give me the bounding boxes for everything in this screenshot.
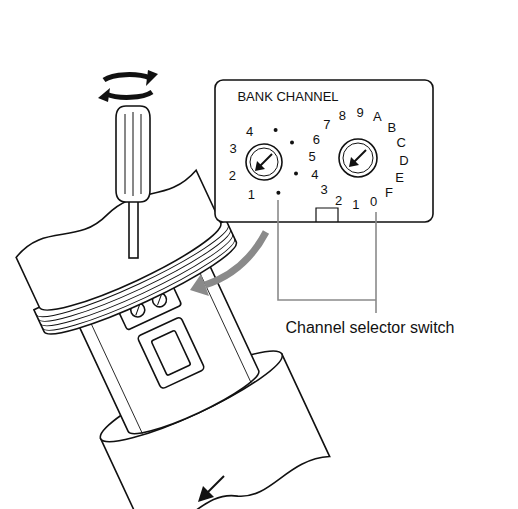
channel-number: 2 bbox=[335, 193, 342, 208]
channel-dial-pointer-head bbox=[349, 157, 359, 167]
bank-dot bbox=[276, 191, 280, 195]
direction-arrowhead bbox=[198, 486, 214, 502]
channel-number: 0 bbox=[370, 194, 377, 209]
rotation-arrows bbox=[104, 75, 152, 98]
channel-number-holder: 7 bbox=[323, 116, 330, 132]
channel-number-holder: 9 bbox=[356, 104, 363, 120]
bank-leader bbox=[278, 200, 376, 300]
channel-number-holder: B bbox=[388, 119, 397, 135]
channel-number: B bbox=[388, 120, 397, 135]
channel-number: 1 bbox=[352, 197, 359, 212]
channel-number-holder: 3 bbox=[320, 181, 327, 197]
channel-number-holder: 5 bbox=[308, 148, 315, 164]
bank-dot bbox=[290, 141, 294, 145]
dial-heading-holder: BANK CHANNEL bbox=[237, 88, 338, 104]
bank-number: 3 bbox=[230, 141, 237, 156]
channel-number-holder: 2 bbox=[335, 192, 342, 208]
battery-latch bbox=[151, 330, 191, 375]
channel-leader bbox=[375, 212, 377, 313]
inset-panel bbox=[215, 80, 433, 222]
channel-number-holder: 4 bbox=[311, 166, 318, 182]
screwdriver-shaft bbox=[129, 196, 138, 258]
channel-number: 4 bbox=[311, 167, 318, 182]
bank-number: 4 bbox=[246, 124, 253, 139]
handle-groove bbox=[133, 112, 134, 196]
leader-lines bbox=[278, 200, 376, 313]
channel-number: C bbox=[397, 135, 406, 150]
direction-arrow bbox=[208, 476, 224, 492]
channel-number: 8 bbox=[339, 108, 346, 123]
bank-number: 2 bbox=[229, 168, 236, 183]
handle-groove bbox=[125, 114, 126, 194]
rotation-arc bbox=[106, 92, 152, 97]
callout-label: Channel selector switch bbox=[286, 319, 455, 336]
channel-number-holder: E bbox=[395, 169, 404, 185]
rotation-arc bbox=[104, 75, 150, 80]
rotation-arrowhead bbox=[146, 70, 158, 86]
callout-label-holder: Channel selector switch bbox=[286, 320, 455, 336]
bank-number: 1 bbox=[248, 187, 255, 202]
screwdriver-handle bbox=[116, 106, 150, 202]
bank-dot bbox=[274, 128, 278, 132]
channel-number: E bbox=[395, 170, 404, 185]
panel-notch bbox=[316, 208, 338, 222]
zoom-arrowhead bbox=[190, 274, 209, 296]
channel-number: A bbox=[373, 109, 382, 124]
bank-dot bbox=[294, 172, 298, 176]
channel-number-holder: D bbox=[399, 152, 408, 168]
dial-heading: BANK CHANNEL bbox=[237, 89, 338, 104]
channel-number-holder: C bbox=[397, 134, 406, 150]
channel-number-holder: F bbox=[385, 184, 393, 200]
bank-dial bbox=[246, 128, 298, 195]
channel-number-holder: 0 bbox=[370, 193, 377, 209]
channel-number: 7 bbox=[323, 117, 330, 132]
channel-number: 9 bbox=[356, 105, 363, 120]
channel-number: F bbox=[385, 185, 393, 200]
battery-window bbox=[137, 316, 205, 389]
channel-number: 6 bbox=[313, 132, 320, 147]
channel-number: D bbox=[399, 153, 408, 168]
handle-groove bbox=[141, 114, 142, 194]
channel-dial-ring bbox=[339, 139, 377, 177]
channel-number-holder: A bbox=[373, 108, 382, 124]
channel-dial bbox=[339, 139, 377, 177]
bank-dial-pointer-head bbox=[255, 161, 265, 171]
bank-number-holder: 1 bbox=[248, 186, 255, 202]
rotation-arrowhead bbox=[98, 88, 110, 102]
channel-number-holder: 6 bbox=[313, 131, 320, 147]
bank-dial-ring bbox=[246, 144, 282, 180]
channel-number-holder: 1 bbox=[352, 196, 359, 212]
channel-dial-face bbox=[343, 143, 373, 173]
screwdriver bbox=[116, 106, 150, 258]
bank-number-holder: 2 bbox=[229, 167, 236, 183]
channel-number: 3 bbox=[320, 182, 327, 197]
channel-number-holder: 8 bbox=[339, 107, 346, 123]
zoom-arrow bbox=[205, 232, 266, 285]
grip-edge bbox=[85, 310, 142, 433]
bank-dial-face bbox=[250, 148, 278, 176]
channel-number: 5 bbox=[308, 149, 315, 164]
bank-number-holder: 3 bbox=[230, 140, 237, 156]
bank-number-holder: 4 bbox=[246, 123, 253, 139]
